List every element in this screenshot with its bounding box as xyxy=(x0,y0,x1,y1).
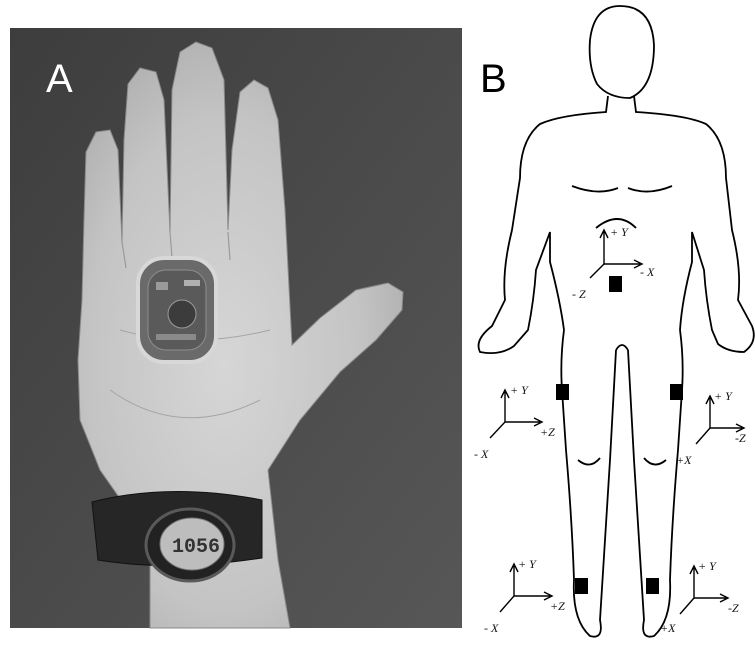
sensor-left-thigh xyxy=(556,384,569,400)
axis-label-trunk-x: - X xyxy=(640,265,655,279)
axis-label-right-thigh-y: + Y xyxy=(714,389,733,403)
axis-label-left-shank-z: +Z xyxy=(550,599,565,613)
panel-b-label: B xyxy=(480,57,507,101)
panel-a-photo: 1056 A xyxy=(10,28,462,628)
sensor-right-shank xyxy=(646,578,659,594)
axis-label-right-shank-y: + Y xyxy=(698,559,717,573)
axes-left-thigh xyxy=(490,390,542,438)
watch-display: 1056 xyxy=(172,536,220,559)
axis-label-right-shank-x: +X xyxy=(660,621,676,635)
axis-label-left-thigh-z: +Z xyxy=(540,425,555,439)
axis-label-left-shank-y: + Y xyxy=(518,557,537,571)
axis-label-left-thigh-y: + Y xyxy=(510,383,529,397)
sensor-right-thigh xyxy=(670,384,683,400)
axis-label-right-thigh-x: +X xyxy=(676,453,692,467)
axis-label-right-thigh-z: -Z xyxy=(735,431,746,445)
body-outline xyxy=(479,6,754,637)
sensor-markers xyxy=(556,276,683,594)
panel-a-label: A xyxy=(46,57,73,101)
palm-sensor xyxy=(138,258,216,362)
panel-b-diagram: B xyxy=(474,6,754,637)
axis-label-left-thigh-x: - X xyxy=(474,447,489,461)
sensor-trunk xyxy=(609,276,622,292)
axes-left-shank xyxy=(500,564,552,612)
axes-right-shank xyxy=(680,566,728,614)
axis-label-trunk-z: - Z xyxy=(572,287,586,301)
sensor-left-shank xyxy=(575,578,588,594)
axis-label-right-shank-z: -Z xyxy=(728,601,739,615)
axis-label-left-shank-x: - X xyxy=(484,621,499,635)
axis-label-trunk-y: + Y xyxy=(610,225,629,239)
